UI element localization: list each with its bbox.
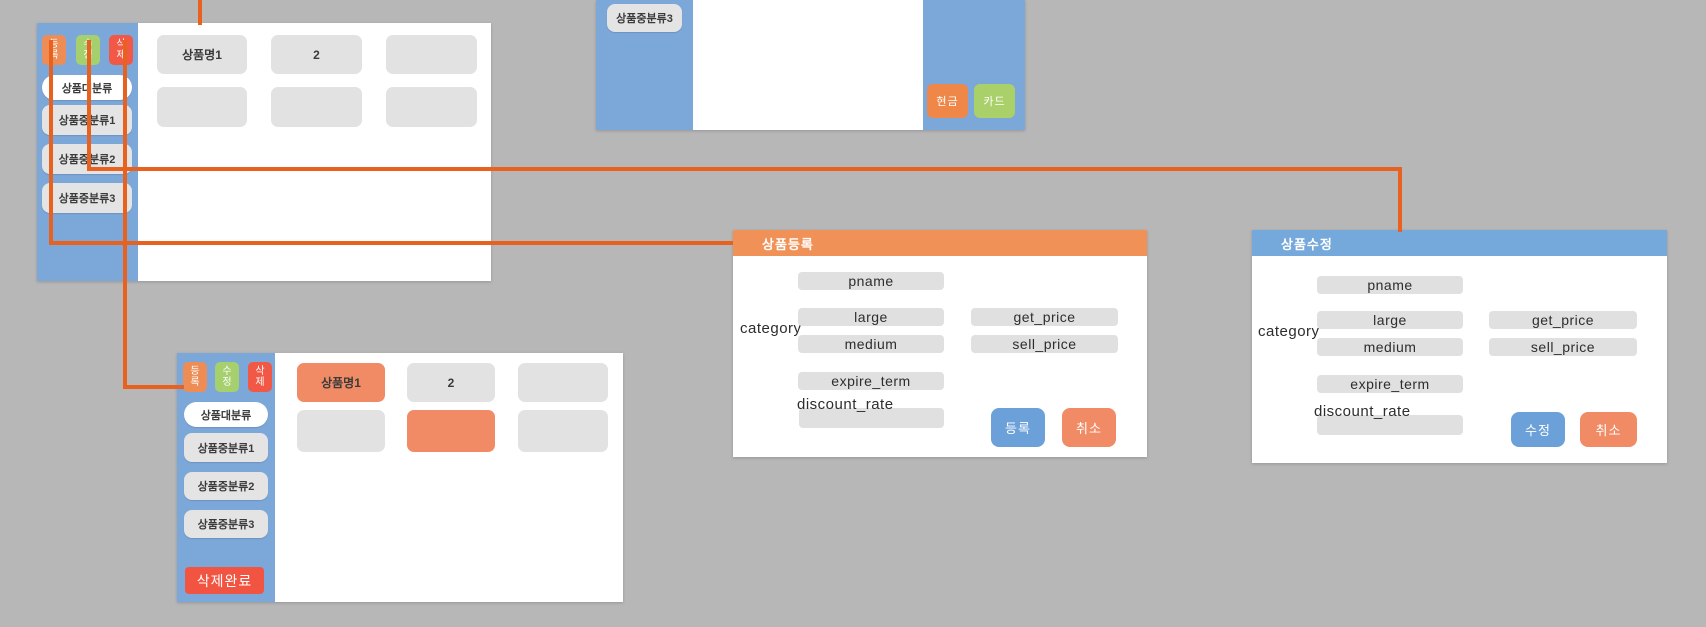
medium-field[interactable]: medium	[1317, 338, 1463, 356]
expire-term-field[interactable]: expire_term	[798, 372, 944, 390]
connector-register-vertical	[49, 40, 53, 245]
category-mid3-tab[interactable]: 상품중분류3	[607, 4, 682, 32]
connector-modify-drop	[1398, 167, 1402, 232]
cancel-button[interactable]: 취소	[1580, 412, 1637, 447]
product-cell-selected[interactable]: 상품명1	[297, 363, 385, 402]
product-cell[interactable]: 2	[271, 35, 362, 74]
get-price-field[interactable]: get_price	[1489, 311, 1637, 329]
pos-category-sidebar: 상품중분류3	[596, 0, 693, 130]
product-cell[interactable]: 상품명1	[157, 35, 247, 74]
submit-button[interactable]: 등록	[991, 408, 1045, 447]
get-price-field[interactable]: get_price	[971, 308, 1118, 326]
product-cell[interactable]	[518, 363, 608, 402]
connector-register-horizontal	[49, 241, 733, 245]
pname-field[interactable]: pname	[1317, 276, 1463, 294]
large-field[interactable]: large	[1317, 311, 1463, 329]
product-cell[interactable]	[386, 87, 477, 127]
large-field[interactable]: large	[798, 308, 944, 326]
cancel-button[interactable]: 취소	[1062, 408, 1116, 447]
panel-title: 상품수정	[1252, 230, 1667, 256]
medium-field[interactable]: medium	[798, 335, 944, 353]
delete-button[interactable]: 삭제	[248, 362, 272, 392]
expire-term-field[interactable]: expire_term	[1317, 375, 1463, 393]
delete-done-button[interactable]: 삭제완료	[185, 567, 264, 594]
pname-field[interactable]: pname	[798, 272, 944, 290]
product-modify-panel: 상품수정 category pname large medium get_pri…	[1252, 230, 1667, 463]
product-cell[interactable]	[271, 87, 362, 127]
discount-rate-field[interactable]: discount_rate	[797, 396, 944, 428]
sell-price-field[interactable]: sell_price	[971, 335, 1118, 353]
panel-title: 상품등록	[733, 230, 1147, 256]
delete-button[interactable]: 삭제	[109, 35, 133, 65]
register-button[interactable]: 등록	[42, 35, 66, 65]
product-cell[interactable]	[518, 410, 608, 452]
category-group-label: category	[740, 320, 802, 337]
discount-rate-label: discount_rate	[797, 396, 894, 413]
modify-button[interactable]: 수정	[215, 362, 239, 392]
cash-button[interactable]: 현금	[927, 84, 968, 118]
discount-rate-field[interactable]: discount_rate	[1314, 403, 1463, 435]
category-mid3-tab[interactable]: 상품중분류3	[184, 510, 268, 538]
category-mid1-tab[interactable]: 상품중분류1	[184, 433, 268, 462]
product-cell-selected[interactable]	[407, 410, 495, 452]
category-main-tab[interactable]: 상품대분류	[184, 402, 268, 427]
sell-price-field[interactable]: sell_price	[1489, 338, 1637, 356]
product-delete-panel: 등록 수정 삭제 상품대분류 상품중분류1 상품중분류2 상품중분류3 삭제완료…	[177, 353, 623, 602]
submit-button[interactable]: 수정	[1511, 412, 1565, 447]
category-mid2-tab[interactable]: 상품중분류2	[184, 472, 268, 500]
category-mid3-tab[interactable]: 상품중분류3	[42, 183, 132, 213]
discount-rate-label: discount_rate	[1314, 403, 1411, 420]
product-cell[interactable]: 2	[407, 363, 495, 402]
connector-modify-vertical	[87, 40, 91, 171]
pos-checkout-panel: 상품중분류3 현금 카드	[596, 0, 1025, 130]
card-button[interactable]: 카드	[974, 84, 1015, 118]
category-group-label: category	[1258, 323, 1320, 340]
product-register-panel: 상품등록 category pname large medium get_pri…	[733, 230, 1147, 457]
product-cell[interactable]	[157, 87, 247, 127]
connector-top-stub	[198, 0, 202, 25]
register-button[interactable]: 등록	[183, 362, 207, 392]
product-cell[interactable]	[297, 410, 385, 452]
connector-modify-horizontal	[87, 167, 1402, 171]
category-sidebar: 등록 수정 삭제 상품대분류 상품중분류1 상품중분류2 상품중분류3 삭제완료	[177, 353, 275, 602]
connector-delete-horizontal	[123, 385, 184, 389]
product-cell[interactable]	[386, 35, 477, 74]
connector-delete-vertical	[123, 40, 127, 389]
